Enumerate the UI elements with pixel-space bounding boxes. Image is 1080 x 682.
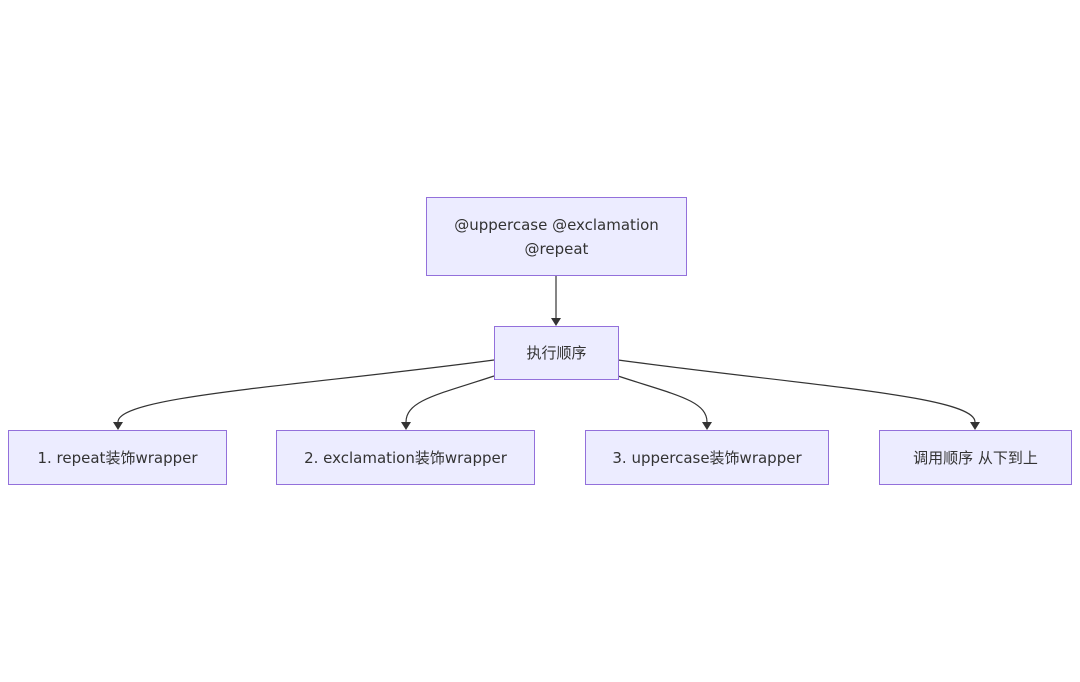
edge-execution-order-to-call-order	[617, 359, 976, 423]
edge-execution-order-to-step2	[405, 375, 495, 423]
arrowhead-step2	[401, 422, 411, 430]
decorators-line2: @repeat	[524, 239, 589, 258]
arrowhead-step3	[702, 422, 712, 430]
decorators-line1: @uppercase @exclamation	[454, 215, 659, 234]
step1-label: 1. repeat装饰wrapper	[37, 448, 198, 467]
edge-execution-order-to-step1	[117, 359, 495, 423]
step2-label: 2. exclamation装饰wrapper	[304, 448, 507, 467]
call-order-node: 调用顺序 从下到上	[879, 430, 1072, 485]
arrowhead-step1	[113, 422, 123, 430]
step3-label: 3. uppercase装饰wrapper	[612, 448, 802, 467]
step1-node: 1. repeat装饰wrapper	[8, 430, 227, 485]
execution-order-label: 执行顺序	[526, 344, 587, 362]
arrowhead-execution-order	[551, 318, 561, 326]
step3-node: 3. uppercase装饰wrapper	[585, 430, 829, 485]
step2-node: 2. exclamation装饰wrapper	[276, 430, 535, 485]
edge-execution-order-to-step3	[617, 375, 708, 423]
call-order-label: 调用顺序 从下到上	[913, 448, 1038, 467]
decorators-node: @uppercase @exclamation @repeat	[426, 197, 687, 276]
execution-order-node: 执行顺序	[494, 326, 619, 380]
arrowhead-call-order	[970, 422, 980, 430]
